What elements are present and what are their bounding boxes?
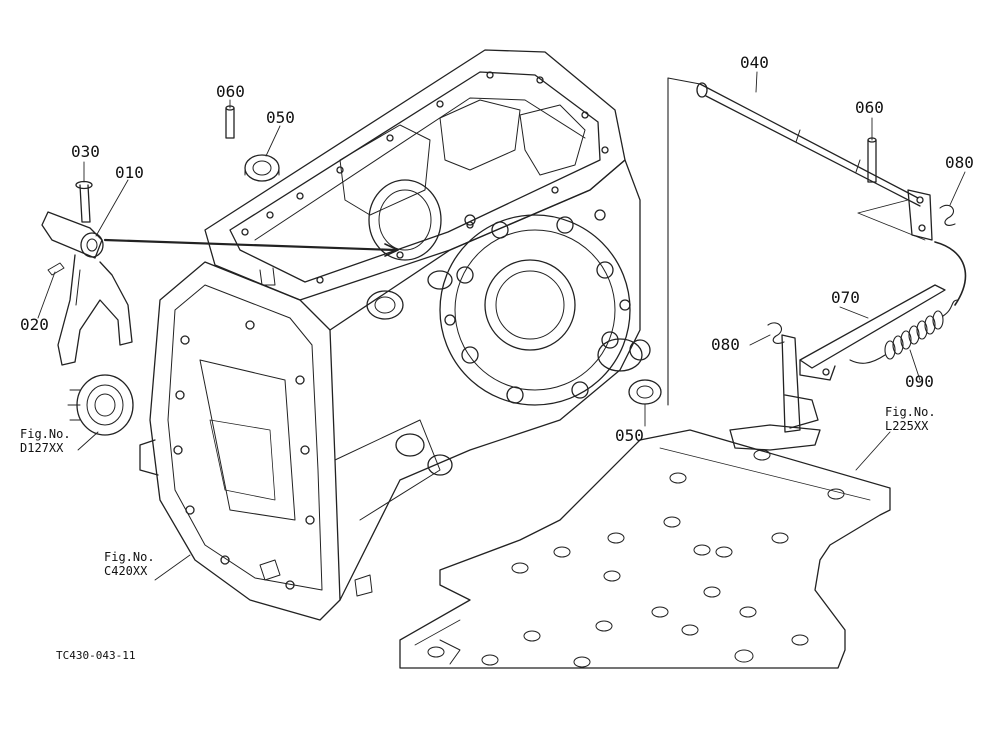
shift-shaft-assembly (668, 78, 965, 450)
figref-d127-line2: D127XX (20, 441, 64, 455)
figref-d127: Fig.No. D127XX (20, 427, 71, 455)
figref-c420: Fig.No. C420XX (104, 550, 155, 578)
callout-050-right: 050 (615, 426, 644, 445)
callout-040: 040 (740, 53, 769, 72)
callout-090: 090 (905, 372, 934, 391)
floor-plate (400, 430, 890, 668)
leader-lines (38, 72, 965, 580)
seal-right (629, 380, 661, 404)
shift-fork-assembly (42, 182, 133, 436)
callout-050-left: 050 (266, 108, 295, 127)
callout-080-lower: 080 (711, 335, 740, 354)
callout-070: 070 (831, 288, 860, 307)
callout-010: 010 (115, 163, 144, 182)
figref-l225: Fig.No. L225XX (885, 405, 936, 433)
callout-020: 020 (20, 315, 49, 334)
callout-030: 030 (71, 142, 100, 161)
callout-060-right: 060 (855, 98, 884, 117)
figref-c420-line1: Fig.No. (104, 550, 155, 564)
figref-l225-line1: Fig.No. (885, 405, 936, 419)
callout-080-upper: 080 (945, 153, 974, 172)
callout-060-left: 060 (216, 82, 245, 101)
transmission-case (140, 50, 650, 620)
insertion-arrow (105, 240, 395, 250)
figref-d127-line1: Fig.No. (20, 427, 71, 441)
drawing-code: TC430-043-11 (56, 649, 136, 662)
figref-l225-line2: L225XX (885, 419, 929, 433)
figref-c420-line2: C420XX (104, 564, 148, 578)
